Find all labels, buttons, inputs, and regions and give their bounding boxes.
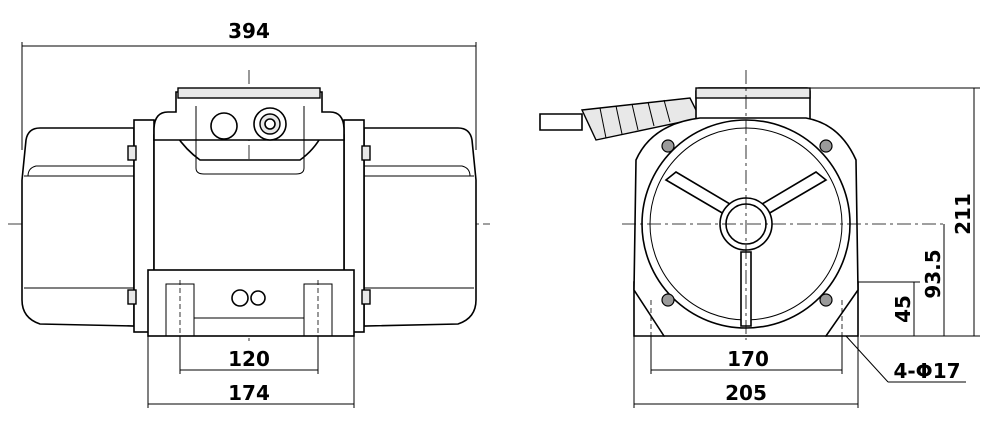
left-bolt-lower bbox=[127, 289, 137, 305]
terminal-lid bbox=[177, 87, 321, 99]
bolt-top-left bbox=[661, 139, 675, 153]
leader-mounting-holes: 4-Φ17 bbox=[845, 335, 966, 383]
dim-side-base-width: 205 bbox=[633, 336, 859, 408]
right-bolt-upper bbox=[361, 145, 371, 161]
dim-label-205: 205 bbox=[725, 381, 767, 405]
dim-label-170: 170 bbox=[727, 347, 769, 371]
power-cable bbox=[539, 97, 702, 141]
dim-inner-spacing: 120 bbox=[179, 336, 319, 374]
bolt-bottom-right bbox=[819, 293, 833, 307]
dim-label-174: 174 bbox=[228, 381, 270, 405]
dim-center-height: 93.5 bbox=[921, 224, 945, 336]
ground-symbol-icon bbox=[250, 290, 266, 306]
side-view: 170 205 211 93.5 45 bbox=[539, 70, 980, 408]
bolt-top-right bbox=[819, 139, 833, 153]
terminal-box bbox=[153, 87, 345, 175]
dim-total-height: 211 bbox=[810, 87, 980, 337]
dim-base-width: 174 bbox=[147, 336, 355, 408]
right-bolt-lower bbox=[361, 289, 371, 305]
left-bolt-upper bbox=[127, 145, 137, 161]
dim-label-93-5: 93.5 bbox=[921, 249, 945, 298]
bolt-bottom-left bbox=[661, 293, 675, 307]
right-housing bbox=[363, 127, 477, 327]
left-housing bbox=[21, 127, 135, 327]
dim-hole-spacing: 170 bbox=[650, 336, 843, 374]
dim-overall-width: 394 bbox=[21, 19, 477, 150]
plug-left bbox=[210, 112, 238, 140]
dim-label-4-phi17: 4-Φ17 bbox=[893, 359, 960, 383]
ground-screw bbox=[231, 289, 249, 307]
dim-base-height: 45 bbox=[858, 281, 920, 336]
front-base bbox=[147, 269, 355, 337]
dim-label-394: 394 bbox=[228, 19, 270, 43]
dim-label-211: 211 bbox=[951, 193, 975, 235]
front-view: 394 120 174 bbox=[8, 19, 490, 408]
dim-label-45: 45 bbox=[891, 295, 915, 323]
dim-label-120: 120 bbox=[228, 347, 270, 371]
